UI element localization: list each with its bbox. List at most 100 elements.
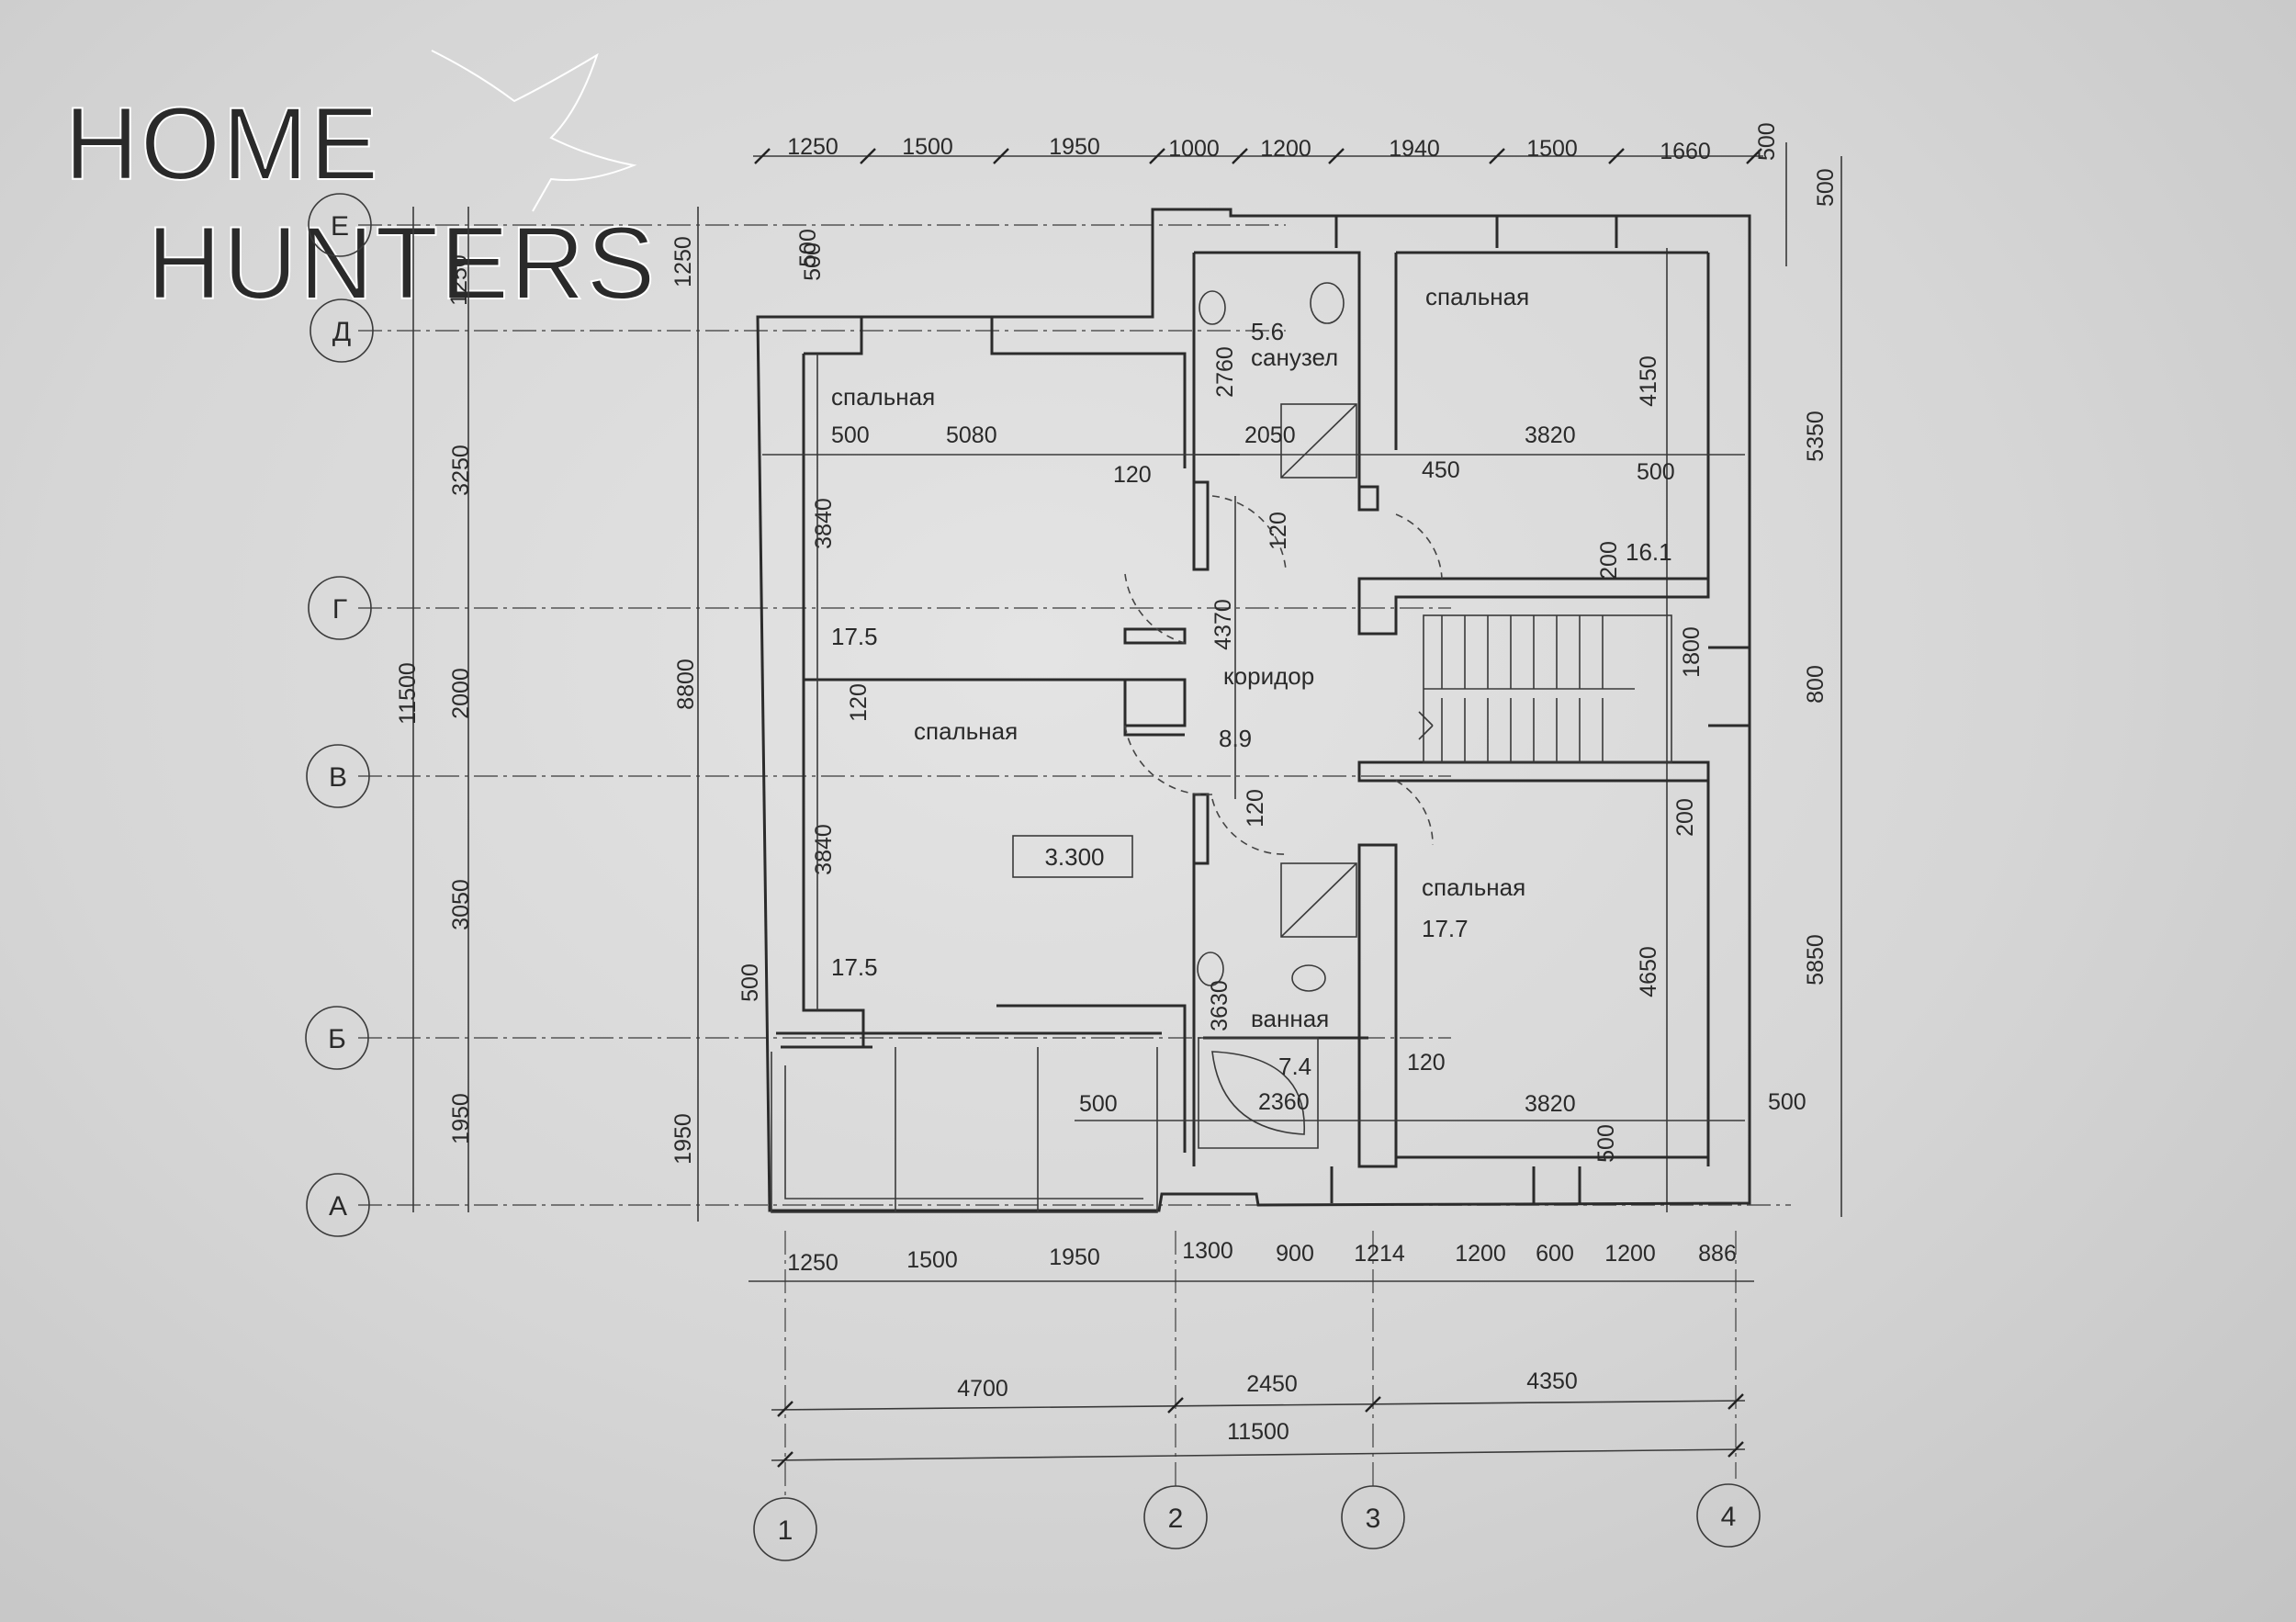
top-dim-7: 1500 xyxy=(1526,136,1578,162)
top-right-dim-2: 500 xyxy=(1813,168,1839,207)
door-swings xyxy=(1124,495,1443,855)
balcony xyxy=(771,1047,1158,1213)
top-dim-5: 1200 xyxy=(1260,136,1311,162)
right-dimension-chain: 5350 800 5850 4150 1800 200 200 4650 xyxy=(1596,248,1829,1212)
eagle-logo-icon xyxy=(431,50,637,212)
axis-label-v: В xyxy=(329,762,347,793)
axis-label-3: 3 xyxy=(1366,1504,1381,1534)
dim-4370: 4370 xyxy=(1210,599,1236,650)
dim-2760: 2760 xyxy=(1212,346,1238,398)
bath-area: 7.4 xyxy=(1278,1053,1311,1080)
bedroom-se-name: спальная xyxy=(1422,873,1525,901)
wc-name: санузел xyxy=(1251,344,1338,371)
top-dim-4: 1000 xyxy=(1168,136,1220,162)
dim-120c: 120 xyxy=(846,683,872,722)
axis-bubble-4 xyxy=(1696,1483,1761,1548)
axis-label-a: А xyxy=(329,1191,347,1222)
dim-120e: 120 xyxy=(1407,1050,1446,1076)
axis-bubble-2 xyxy=(1143,1485,1208,1549)
left-dim-3250: 3250 xyxy=(448,445,474,496)
axis-label-1: 1 xyxy=(778,1515,793,1546)
axis-bubble-e xyxy=(308,193,372,257)
left-dim-3050: 3050 xyxy=(448,879,474,930)
corridor-name: коридор xyxy=(1223,662,1314,690)
axis-label-4: 4 xyxy=(1721,1502,1737,1532)
dim-3820a: 3820 xyxy=(1525,422,1576,448)
top-dim-2: 1500 xyxy=(902,134,953,160)
number-axis-lines xyxy=(784,1231,1737,1497)
bottom-dim-5: 900 xyxy=(1276,1241,1314,1267)
top-dim-8: 1660 xyxy=(1660,139,1711,164)
right-inner-4150: 4150 xyxy=(1636,355,1661,407)
axis-bubble-b xyxy=(305,1006,369,1070)
right-dim-5350: 5350 xyxy=(1803,411,1829,462)
dim-5080: 5080 xyxy=(946,422,997,448)
axis-label-2: 2 xyxy=(1168,1504,1184,1534)
dim-120b: 120 xyxy=(1266,512,1291,550)
toilet-upper-icon xyxy=(1310,282,1345,324)
number-axis-bubbles: 1 2 3 4 xyxy=(753,1483,1761,1561)
bedroom-w2-name: спальная xyxy=(914,717,1018,745)
dim-2050: 2050 xyxy=(1244,422,1296,448)
top-dim-1: 1250 xyxy=(787,134,838,160)
dim-3630: 3630 xyxy=(1207,980,1232,1031)
axis-bubble-v xyxy=(306,744,370,808)
shower-tray-lower xyxy=(1280,862,1357,938)
axis-label-d: Д xyxy=(332,317,351,347)
top-dim-3: 1950 xyxy=(1049,134,1100,160)
bottom-dim-9: 1200 xyxy=(1604,1241,1656,1267)
left-dim-2000: 2000 xyxy=(448,668,474,719)
bottom-dim-10: 886 xyxy=(1698,1241,1737,1267)
axis-label-e: Е xyxy=(331,211,349,242)
corner-bathtub-icon xyxy=(1198,1037,1319,1149)
bedroom-nw-name: спальная xyxy=(831,383,935,411)
dim-500d: 500 xyxy=(737,963,763,1002)
bedroom-se-area: 17.7 xyxy=(1422,915,1469,942)
toilet-lower-icon xyxy=(1291,964,1326,992)
top-dim-6: 1940 xyxy=(1389,136,1440,162)
right-inner-1800: 1800 xyxy=(1679,626,1705,678)
dim-450: 450 xyxy=(1422,457,1460,483)
left-dim-1250: 1250 xyxy=(446,254,472,306)
staircase xyxy=(1418,614,1672,763)
sink-lower-icon xyxy=(1197,952,1224,986)
letter-axis-bubbles: Е Д Г В Б А xyxy=(305,193,374,1237)
dim-3840b: 3840 xyxy=(811,824,837,875)
shower-tray-upper xyxy=(1280,403,1357,479)
right-inner-200a: 200 xyxy=(1596,541,1622,580)
dim-500h: 500 xyxy=(795,229,821,267)
top-right-dim-1: 500 xyxy=(1754,122,1780,161)
bottom-dim-2: 1500 xyxy=(906,1247,958,1273)
axis-bubble-d xyxy=(310,298,374,363)
bottom-dim-2450: 2450 xyxy=(1246,1371,1298,1397)
watermark-line2: HUNTERS xyxy=(147,206,657,321)
axis-bubble-3 xyxy=(1341,1485,1405,1549)
dim-3820b: 3820 xyxy=(1525,1091,1576,1117)
watermark-line1: HOME xyxy=(64,86,380,201)
dim-2360: 2360 xyxy=(1258,1089,1310,1115)
axis-label-g: Г xyxy=(332,594,347,625)
level-mark-value: 3.300 xyxy=(1044,843,1104,871)
bedroom-nw-area: 17.5 xyxy=(831,623,878,650)
level-mark: 3.300 xyxy=(1012,835,1133,878)
dim-500e: 500 xyxy=(1079,1091,1118,1117)
dim-120a: 120 xyxy=(1113,462,1152,488)
dim-500g: 500 xyxy=(1593,1124,1619,1163)
left-dim-1950: 1950 xyxy=(448,1093,474,1144)
bottom-dim-6: 1214 xyxy=(1354,1241,1405,1267)
bottom-dim-8: 600 xyxy=(1536,1241,1574,1267)
letter-axis-lines xyxy=(358,224,1791,1206)
bottom-dimension-chain: 1250 1500 1950 1300 900 1214 1200 600 12… xyxy=(748,1238,1754,1468)
left-inner-8800: 8800 xyxy=(673,659,699,710)
left-inner-1950: 1950 xyxy=(670,1113,696,1165)
bottom-total-dim: 11500 xyxy=(1227,1419,1289,1445)
bottom-dim-4700: 4700 xyxy=(957,1376,1008,1402)
bedroom-ne-area: 16.1 xyxy=(1626,538,1672,566)
dim-120d: 120 xyxy=(1243,789,1268,828)
left-inner-1250: 1250 xyxy=(670,236,696,287)
right-inner-200b: 200 xyxy=(1672,798,1698,837)
bedroom-w2-area: 17.5 xyxy=(831,953,878,981)
axis-bubble-a xyxy=(306,1173,370,1237)
bottom-dim-4350: 4350 xyxy=(1526,1369,1578,1394)
